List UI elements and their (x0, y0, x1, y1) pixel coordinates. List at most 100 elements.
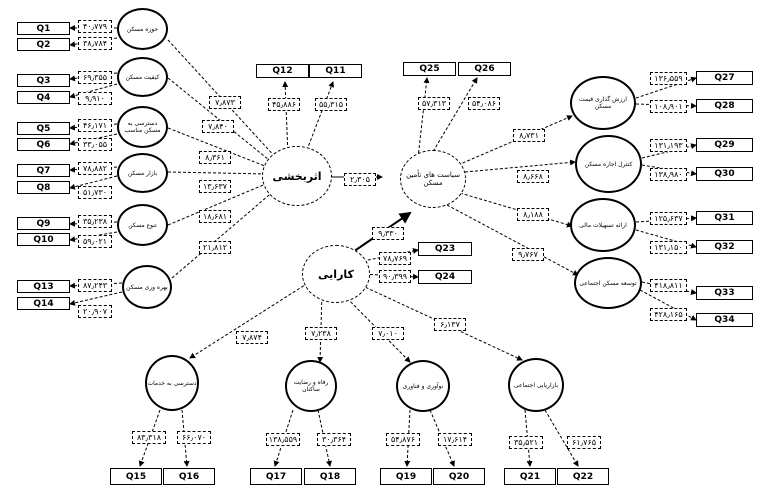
indicator-q27: Q27 (696, 71, 753, 85)
path-refah: ۷٫۲۳۸ (305, 327, 337, 340)
indicator-q1: Q1 (17, 22, 70, 35)
indicator-q19: Q19 (380, 468, 432, 485)
latent-erae-label: ارائه تسهیلات مالی (579, 221, 627, 229)
indicator-q32: Q32 (696, 240, 753, 254)
loading-q5: ۴۶٫۱۷۱ (78, 119, 112, 132)
latent-hozeh-label: حوزه مسکن (126, 25, 159, 33)
indicator-q31: Q31 (696, 211, 753, 225)
latent-arzesh-label: ارزش گذاری قیمت مسکن (579, 96, 627, 110)
indicator-q13: Q13 (17, 280, 70, 293)
path-bazar: ۱۳٫۶۳۷ (199, 180, 231, 193)
indicator-q34: Q34 (696, 313, 753, 327)
latent-bahrevari-label: بهره وری مسکن (126, 283, 168, 291)
latent-hozeh: حوزه مسکن (117, 8, 168, 50)
central-karaei: کارایی (302, 245, 370, 303)
path-bazar-ejtemai: ۶٫۱۳۷ (434, 318, 466, 331)
loading-q17: ۱۳۸٫۵۵۹ (266, 433, 300, 446)
loading-q16: ۶۶٫۰۷۰ (177, 431, 211, 444)
loading-q19: ۵۴٫۸۷۶ (386, 433, 420, 446)
loading-q28: ۱۰۸٫۹۰۱ (650, 100, 687, 113)
loading-q22: ۶۱٫۷۶۵ (567, 436, 601, 449)
loading-q14: ۲۰٫۹۰۷ (78, 305, 112, 318)
loading-q30: ۱۳۸٫۹۸۰ (650, 168, 687, 181)
central-karaei-label: کارایی (318, 267, 354, 281)
latent-erae: ارائه تسهیلات مالی (570, 198, 636, 252)
loading-q3: ۶۹٫۳۵۵ (78, 71, 112, 84)
indicator-q8: Q8 (17, 181, 70, 194)
indicator-q25: Q25 (403, 62, 456, 76)
loading-q11: ۵۵٫۳۱۵ (315, 98, 347, 111)
latent-arzesh: ارزش گذاری قیمت مسکن (570, 76, 636, 130)
indicator-q3: Q3 (17, 74, 70, 87)
path-dastresi-khadamat: ۷٫۸۷۴ (236, 331, 268, 344)
loading-q10: ۵۹٫۰۲۱ (78, 235, 112, 248)
latent-kontrol: کنترل اجاره مسکن (575, 135, 642, 193)
central-siasat-label: سیاست های تأمین مسکن (406, 171, 460, 187)
loading-q9: ۳۵٫۲۳۸ (78, 215, 112, 228)
indicator-q6: Q6 (17, 138, 70, 151)
latent-bazar-ejtemai: بازاریابی اجتماعی (508, 358, 564, 412)
indicator-q16: Q16 (163, 468, 215, 485)
indicator-q15: Q15 (110, 468, 162, 485)
indicator-q4: Q4 (17, 91, 70, 104)
indicator-q26: Q26 (458, 62, 511, 76)
indicator-q24: Q24 (418, 270, 472, 284)
latent-dastresi-khadamat-label: دسترسی به خدمات (147, 379, 197, 387)
path-kontrol: ۸٫۶۶۸ (517, 170, 549, 183)
path-tose: ۹٫۷۶۷ (512, 248, 544, 261)
loading-q12: ۴۵٫۸۸۶ (268, 98, 300, 111)
latent-dastresi-maskan-label: دسترسی به مسکن مناسب (124, 120, 161, 134)
indicator-q17: Q17 (250, 468, 302, 485)
loading-q24: ۹۰٫۳۹۹ (379, 270, 411, 283)
indicator-q30: Q30 (696, 167, 753, 181)
loading-q34: ۴۲۸٫۱۶۵ (650, 308, 687, 321)
loading-q18: ۳۰٫۳۶۴ (317, 433, 351, 446)
loading-q20: ۱۷٫۶۱۴ (438, 433, 472, 446)
latent-keyfiat-label: کیفیت مسکن (125, 73, 160, 81)
loading-q21: ۳۵٫۵۲۱ (509, 436, 543, 449)
indicator-q29: Q29 (696, 138, 753, 152)
loading-q31: ۱۲۵٫۶۳۷ (650, 212, 687, 225)
indicator-q5: Q5 (17, 122, 70, 135)
path-keyfiat: ۷٫۸۴۰ (202, 120, 234, 133)
path-dastresi-maskan: ۸٫۳۶۱ (199, 151, 231, 164)
central-etrbakhshi-label: اثربخشی (272, 169, 322, 183)
loading-q26: ۵۴٫۰۸۶ (468, 97, 500, 110)
indicator-q7: Q7 (17, 164, 70, 177)
loading-q23: ۷۸٫۷۶۹ (379, 252, 411, 265)
indicator-q33: Q33 (696, 286, 753, 300)
latent-tose: توسعه مسکن اجتماعی (574, 257, 642, 309)
loading-q27: ۱۳۶٫۵۵۹ (650, 72, 687, 85)
loading-q15: ۸۳٫۳۱۸ (132, 431, 166, 444)
loading-q6: ۳۳٫۰۵۵ (78, 138, 112, 151)
latent-dastresi-khadamat: دسترسی به خدمات (145, 355, 199, 411)
latent-kontrol-label: کنترل اجاره مسکن (584, 160, 633, 168)
indicator-q20: Q20 (433, 468, 485, 485)
indicator-q2: Q2 (17, 38, 70, 51)
indicator-q10: Q10 (17, 233, 70, 246)
path-noavari: ۷٫۰۱۰ (372, 327, 404, 340)
path-bahrevari: ۲۱٫۸۱۲ (199, 241, 231, 254)
latent-bazar-ejtemai-label: بازاریابی اجتماعی (513, 381, 559, 389)
path-erae: ۸٫۱۸۸ (517, 208, 549, 221)
latent-noavari: نوآوری و فناوری (396, 360, 450, 412)
indicator-q14: Q14 (17, 297, 70, 310)
loading-q8: ۵۱٫۷۳۰ (78, 186, 112, 199)
indicator-q23: Q23 (418, 242, 472, 256)
loading-q4: ۹٫۹۱۰ (78, 92, 112, 105)
loading-q29: ۱۳۱٫۱۹۳ (650, 139, 687, 152)
latent-bazar-label: بازار مسکن (127, 169, 158, 177)
indicator-q28: Q28 (696, 99, 753, 113)
latent-refah: رفاه و رضایت ساکنان (285, 360, 337, 412)
path-etr-siasat: ۲٫۳۰۵ (344, 173, 376, 186)
loading-q33: ۴۱۸٫۸۱۱ (650, 279, 687, 292)
central-etrbakhshi: اثربخشی (262, 146, 332, 206)
loading-q32: ۱۳۱٫۱۵۰ (650, 241, 687, 254)
latent-noavari-label: نوآوری و فناوری (402, 382, 444, 390)
path-karaei-siasat: ۹٫۳۳۰ (372, 227, 404, 240)
path-arzesh: ۸٫۷۳۱ (513, 129, 545, 142)
indicator-q9: Q9 (17, 217, 70, 230)
indicator-q11: Q11 (309, 64, 362, 78)
indicator-q21: Q21 (504, 468, 556, 485)
path-tanavo: ۱۸٫۶۸۱ (199, 210, 231, 223)
